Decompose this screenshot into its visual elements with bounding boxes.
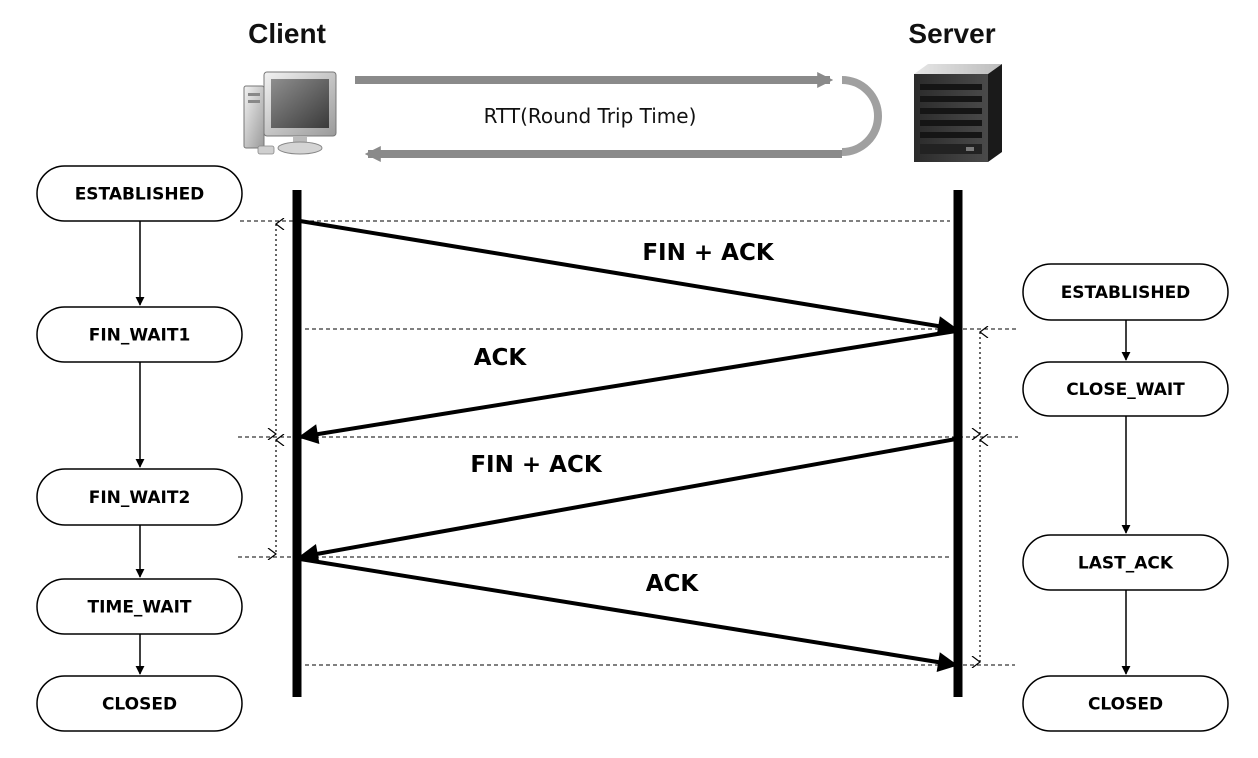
server-state-label: ESTABLISHED: [1061, 283, 1191, 303]
client-state-established: ESTABLISHED: [36, 165, 243, 222]
client-state-fin-wait2: FIN_WAIT2: [36, 468, 243, 526]
client-state-fin-wait1: FIN_WAIT1: [36, 306, 243, 363]
server-state-close-wait: CLOSE_WAIT: [1022, 361, 1229, 417]
message-label-4: ACK: [646, 571, 700, 597]
rtt-label: RTT(Round Trip Time): [484, 104, 697, 128]
client-state-label: CLOSED: [102, 695, 177, 715]
client-state-label: TIME_WAIT: [87, 598, 191, 618]
desktop-computer-icon: [243, 71, 337, 155]
message-label-1: FIN + ACK: [642, 240, 774, 266]
server-title: Server: [908, 18, 995, 49]
message-label-2: ACK: [474, 345, 528, 371]
server-state-label: CLOSE_WAIT: [1066, 380, 1185, 400]
client-state-label: FIN_WAIT2: [89, 488, 191, 508]
message-label-3: FIN + ACK: [470, 452, 602, 478]
server-rack-icon: [914, 64, 1002, 162]
server-state-label: CLOSED: [1088, 695, 1163, 715]
client-state-label: ESTABLISHED: [75, 185, 205, 205]
message-arrow-3: [298, 437, 957, 564]
client-state-time-wait: TIME_WAIT: [36, 578, 243, 635]
server-state-closed: CLOSED: [1022, 675, 1229, 732]
timing-guide-lines: [238, 220, 1018, 666]
message-arrow-1: [299, 219, 958, 336]
client-title: Client: [248, 18, 326, 49]
server-state-established: ESTABLISHED: [1022, 263, 1229, 321]
server-state-last-ack: LAST_ACK: [1022, 534, 1229, 591]
server-state-label: LAST_ACK: [1078, 554, 1174, 574]
client-state-closed: CLOSED: [36, 675, 243, 732]
message-arrow-2: [298, 329, 957, 445]
client-state-label: FIN_WAIT1: [89, 326, 191, 346]
message-arrow-4: [299, 557, 958, 673]
rtt-interval-markers: [276, 224, 980, 662]
rtt-round-trip-arrow: [355, 72, 882, 162]
